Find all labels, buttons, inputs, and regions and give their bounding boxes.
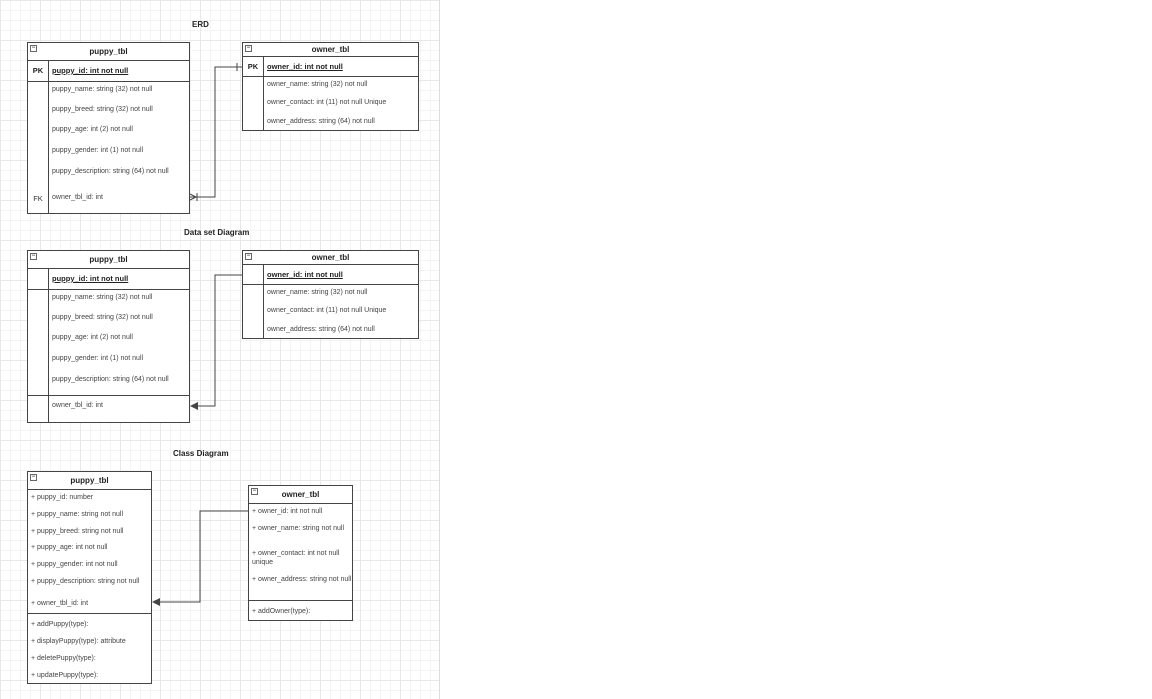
collapse-toggle-icon[interactable]: − bbox=[30, 474, 37, 481]
dataset-owner-name: owner_tbl bbox=[311, 253, 350, 262]
field-text: owner_contact: int (11) not null Unique bbox=[267, 307, 387, 314]
erd-owner-header[interactable]: − owner_tbl bbox=[243, 43, 418, 57]
dataset-puppy-fk-divider bbox=[28, 395, 189, 396]
class-owner-box[interactable]: − owner_tbl + owner_id: int not null + o… bbox=[248, 485, 353, 621]
collapse-toggle-icon[interactable]: − bbox=[251, 488, 258, 495]
fk-label: FK bbox=[33, 194, 43, 203]
class-relationship-connector[interactable] bbox=[152, 510, 248, 606]
field-text: puppy_breed: string (32) not null bbox=[52, 314, 153, 321]
crows-foot-icon bbox=[189, 193, 198, 201]
class-method[interactable]: + displayPuppy(type): attribute bbox=[31, 638, 126, 645]
dataset-owner-pk-divider bbox=[243, 284, 418, 285]
class-attribute[interactable]: + puppy_description: string not null bbox=[31, 578, 140, 585]
dataset-puppy-name: puppy_tbl bbox=[89, 255, 128, 264]
class-attribute[interactable]: + puppy_id: number bbox=[31, 494, 94, 501]
field-text: owner_address: string (64) not null bbox=[267, 118, 375, 125]
collapse-toggle-icon[interactable]: − bbox=[30, 45, 37, 52]
dataset-puppy-key-divider bbox=[48, 269, 49, 422]
class-puppy-name: puppy_tbl bbox=[70, 476, 109, 485]
dataset-puppy-header[interactable]: − puppy_tbl bbox=[28, 251, 189, 269]
class-attribute[interactable]: + owner_name: string not null bbox=[252, 525, 345, 532]
class-attribute[interactable]: + puppy_gender: int not null bbox=[31, 561, 118, 568]
fk-field: owner_tbl_id: int bbox=[52, 194, 103, 201]
class-attribute[interactable]: + puppy_age: int not null bbox=[31, 544, 108, 551]
pk-field: owner_id: int not null bbox=[267, 270, 343, 279]
pk-label: PK bbox=[32, 66, 44, 75]
dataset-puppy-pk-divider bbox=[28, 289, 189, 290]
erd-puppy-name: puppy_tbl bbox=[89, 47, 128, 56]
collapse-toggle-icon[interactable]: − bbox=[245, 45, 252, 52]
erd-title: ERD bbox=[192, 20, 209, 29]
field-text: owner_contact: int (11) not null Unique bbox=[267, 99, 387, 106]
connectors-layer bbox=[152, 63, 248, 606]
class-attribute[interactable]: + owner_address: string not null bbox=[252, 576, 352, 583]
field-text: puppy_name: string (32) not null bbox=[52, 294, 153, 301]
erd-puppy-table[interactable]: − puppy_tbl PK puppy_id: int not null pu… bbox=[27, 42, 190, 214]
field-text: puppy_gender: int (1) not null bbox=[52, 355, 144, 362]
erd-relationship-connector[interactable] bbox=[190, 66, 242, 198]
field-text: puppy_description: string (64) not null bbox=[52, 376, 169, 383]
dataset-puppy-table[interactable]: − puppy_tbl puppy_id: int not null puppy… bbox=[27, 250, 190, 423]
collapse-toggle-icon[interactable]: − bbox=[30, 253, 37, 260]
erd-puppy-key-divider bbox=[48, 61, 49, 213]
dataset-relationship-connector[interactable] bbox=[190, 274, 242, 410]
class-attribute[interactable]: + owner_contact: int not null unique bbox=[252, 550, 340, 566]
class-attribute[interactable]: + puppy_breed: string not null bbox=[31, 528, 124, 535]
erd-owner-pk-divider bbox=[243, 76, 418, 77]
field-text: puppy_description: string (64) not null bbox=[52, 168, 169, 175]
erd-puppy-header[interactable]: − puppy_tbl bbox=[28, 43, 189, 61]
field-text: puppy_breed: string (32) not null bbox=[52, 106, 153, 113]
field-text: owner_name: string (32) not null bbox=[267, 81, 368, 88]
class-diagram-title: Class Diagram bbox=[173, 449, 229, 458]
class-method[interactable]: + addPuppy(type): bbox=[31, 621, 89, 628]
class-method[interactable]: + updatePuppy(type): bbox=[31, 672, 99, 679]
dataset-owner-key-divider bbox=[263, 265, 264, 338]
pk-field: owner_id: int not null bbox=[267, 62, 343, 71]
field-text: puppy_age: int (2) not null bbox=[52, 126, 133, 133]
erd-puppy-pk-divider bbox=[28, 81, 189, 82]
fk-field: owner_tbl_id: int bbox=[52, 402, 103, 409]
field-text: owner_name: string (32) not null bbox=[267, 289, 368, 296]
erd-owner-name: owner_tbl bbox=[311, 45, 350, 54]
pk-field: puppy_id: int not null bbox=[52, 66, 129, 75]
class-owner-name: owner_tbl bbox=[281, 490, 320, 499]
field-text: puppy_age: int (2) not null bbox=[52, 334, 133, 341]
class-method[interactable]: + addOwner(type): bbox=[252, 608, 311, 615]
pk-field: puppy_id: int not null bbox=[52, 274, 129, 283]
erd-owner-table[interactable]: − owner_tbl PK owner_id: int not null ow… bbox=[242, 42, 419, 131]
dataset-title: Data set Diagram bbox=[184, 228, 250, 237]
class-attribute[interactable]: + owner_id: int not null bbox=[252, 508, 323, 515]
dataset-owner-header[interactable]: − owner_tbl bbox=[243, 251, 418, 265]
class-puppy-divider bbox=[28, 613, 151, 614]
diagram-canvas[interactable]: ERD − puppy_tbl PK puppy_id: int not nul… bbox=[0, 0, 440, 699]
class-owner-header[interactable]: − owner_tbl bbox=[249, 486, 352, 504]
class-attribute[interactable]: + owner_tbl_id: int bbox=[31, 600, 89, 607]
class-owner-divider bbox=[249, 600, 352, 601]
collapse-toggle-icon[interactable]: − bbox=[245, 253, 252, 260]
class-puppy-box[interactable]: − puppy_tbl + puppy_id: number + puppy_n… bbox=[27, 471, 152, 684]
pk-label: PK bbox=[247, 62, 259, 71]
class-method[interactable]: + deletePuppy(type): bbox=[31, 655, 96, 662]
field-text: owner_address: string (64) not null bbox=[267, 326, 375, 333]
field-text: puppy_name: string (32) not null bbox=[52, 86, 153, 93]
field-text: puppy_gender: int (1) not null bbox=[52, 147, 144, 154]
dataset-owner-table[interactable]: − owner_tbl owner_id: int not null owner… bbox=[242, 250, 419, 339]
class-puppy-header[interactable]: − puppy_tbl bbox=[28, 472, 151, 490]
erd-owner-key-divider bbox=[263, 57, 264, 130]
class-attribute[interactable]: + puppy_name: string not null bbox=[31, 511, 124, 518]
